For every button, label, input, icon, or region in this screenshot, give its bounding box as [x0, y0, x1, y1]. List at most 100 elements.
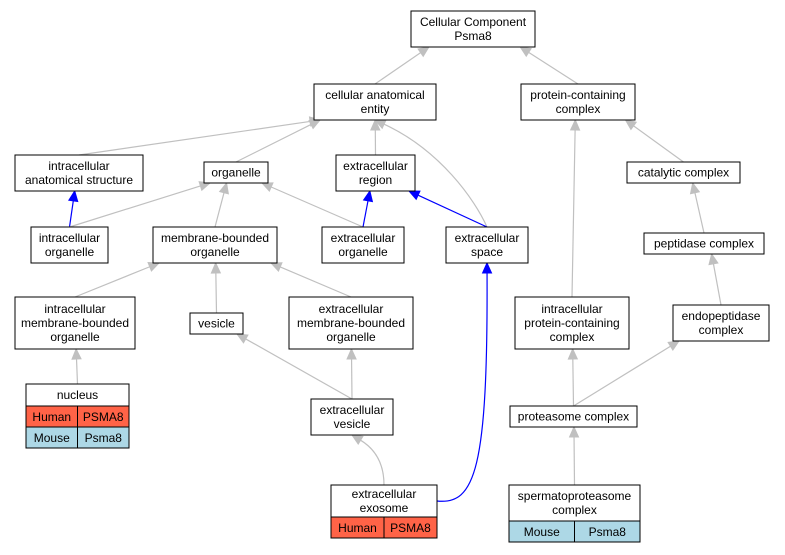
- node-box: [626, 161, 741, 184]
- node-vesicle[interactable]: vesicle: [189, 312, 244, 335]
- node-label-line: cellular anatomical: [325, 88, 424, 102]
- node-catalytic-complex[interactable]: catalytic complex: [626, 161, 741, 184]
- node-box: [14, 296, 136, 350]
- arrowhead: [67, 189, 79, 203]
- node-label-line: entity: [361, 102, 390, 116]
- species-label: Human: [338, 521, 377, 535]
- edge-line: [68, 200, 74, 228]
- node-label-line: nucleus: [57, 388, 98, 402]
- node-label-line: organelle: [50, 330, 100, 344]
- arrowhead: [708, 252, 719, 266]
- arrowhead: [350, 434, 364, 445]
- edge-line: [712, 263, 722, 306]
- node-label-line: extracellular: [352, 487, 417, 501]
- edge-membrane-bounded-organelle-to-organelle: [214, 181, 229, 228]
- node-proteasome-complex[interactable]: proteasome complex: [509, 405, 638, 428]
- node-box: [643, 232, 765, 255]
- arrowhead: [481, 261, 493, 274]
- node-box: [14, 154, 144, 192]
- node-label-line: organelle: [326, 330, 376, 344]
- node-label-line: extracellular: [331, 231, 396, 245]
- arrowhead: [667, 340, 681, 351]
- edge-line: [270, 186, 364, 228]
- node-box: [189, 312, 244, 335]
- gene-label: PSMA8: [390, 521, 431, 535]
- edge-extracellular-space-to-extracellular-region: [407, 190, 488, 228]
- arrowhead: [370, 118, 381, 131]
- node-label-line: region: [359, 173, 392, 187]
- arrowhead: [210, 261, 222, 274]
- edge-intracellular-membrane-bounded-organelle-to-membrane-bounded-organelle: [74, 262, 161, 298]
- edge-extracellular-organelle-to-extracellular-region: [362, 189, 374, 228]
- edge-intracellular-organelle-to-intracellular-anatomical-structure: [67, 189, 79, 228]
- edge-line: [571, 129, 576, 298]
- edge-line: [528, 51, 579, 85]
- edge-endopeptidase-complex-to-peptidase-complex: [708, 252, 722, 306]
- node-box: [330, 484, 438, 518]
- arrowhead: [260, 182, 274, 193]
- node-label-line: anatomical structure: [25, 173, 133, 187]
- node-label-line: intracellular: [541, 302, 602, 316]
- node-label-line: space: [471, 245, 503, 259]
- arrowhead: [417, 46, 430, 58]
- edge-extracellular-membrane-bounded-organelle-to-membrane-bounded-organelle: [269, 262, 352, 298]
- gene-cell: [574, 520, 641, 543]
- node-organelle[interactable]: organelle: [203, 161, 269, 184]
- edge-line: [572, 358, 575, 407]
- edge-intracellular-protein-containing-complex-to-protein-containing-complex: [569, 118, 581, 298]
- edge-vesicle-to-membrane-bounded-organelle: [210, 261, 222, 314]
- edge-line: [694, 192, 705, 234]
- edge-line: [69, 185, 201, 228]
- edge-line: [362, 200, 369, 228]
- node-label-line: organelle: [211, 166, 261, 180]
- species-label: Human: [32, 410, 71, 424]
- edge-line: [633, 125, 684, 163]
- edge-peptidase-complex-to-catalytic-complex: [689, 181, 705, 234]
- node-box: [335, 154, 416, 192]
- node-label-line: organelle: [190, 245, 240, 259]
- arrowhead: [235, 333, 249, 344]
- node-label-line: organelle: [338, 245, 388, 259]
- node-label-line: proteasome complex: [518, 410, 629, 424]
- node-label-line: endopeptidase: [682, 309, 761, 323]
- arrowhead: [147, 262, 161, 272]
- node-label-line: intracellular: [44, 302, 105, 316]
- gene-cell: [77, 426, 130, 449]
- node-label-line: vesicle: [334, 417, 371, 431]
- edge-extracellular-exosome-to-extracellular-vesicle: [350, 434, 385, 486]
- edge-line: [214, 192, 225, 228]
- node-label-line: catalytic complex: [638, 166, 729, 180]
- node-peptidase-complex[interactable]: peptidase complex: [643, 232, 765, 255]
- node-box: [30, 226, 109, 264]
- node-label-line: organelle: [45, 245, 95, 259]
- edge-nucleus-to-intracellular-membrane-bounded-organelle: [71, 347, 82, 385]
- arrowhead: [568, 425, 580, 438]
- edge-line: [360, 439, 385, 486]
- node-label-line: intracellular: [39, 231, 100, 245]
- edge-proteasome-complex-to-endopeptidase-complex: [573, 340, 681, 407]
- node-box: [508, 484, 641, 522]
- node-label-line: spermatoproteasome: [518, 489, 632, 503]
- arrowhead: [519, 46, 532, 58]
- node-label-line: intracellular: [48, 159, 109, 173]
